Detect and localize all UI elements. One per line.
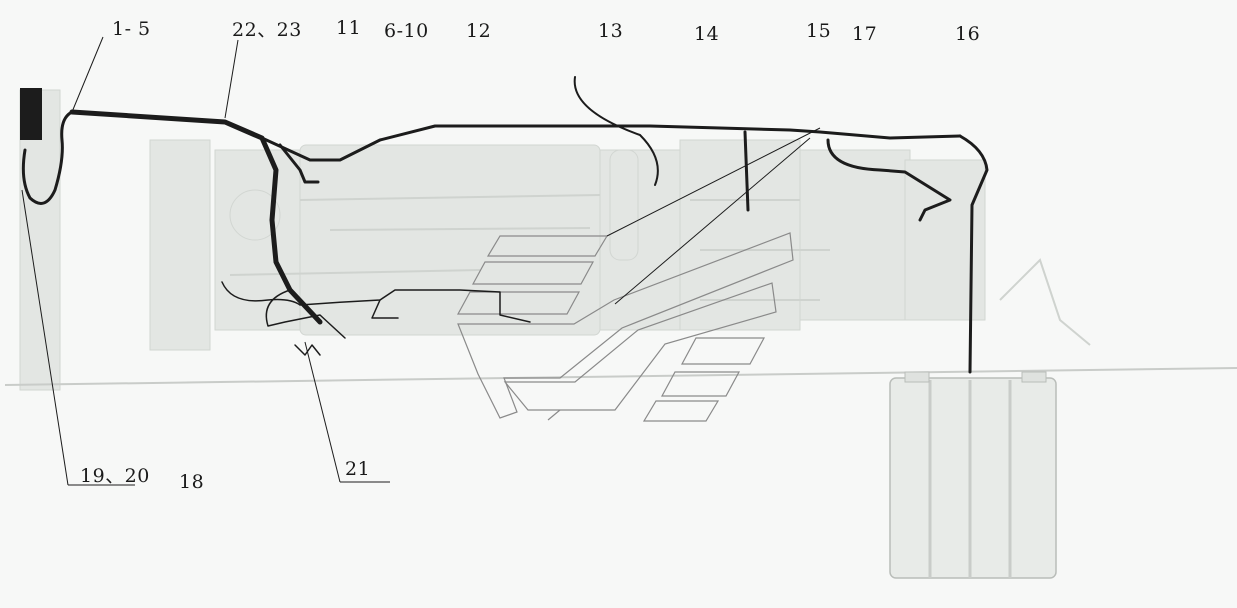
callout-18: 18 xyxy=(179,471,205,493)
callout-12: 12 xyxy=(466,20,492,42)
battery xyxy=(889,371,1057,579)
callout-1-5: 1- 5 xyxy=(112,18,151,40)
wiring-harness xyxy=(20,76,989,374)
callout-6-10: 6-10 xyxy=(384,20,429,42)
callout-14: 14 xyxy=(694,23,720,45)
logo-outline xyxy=(456,232,794,422)
callout-22-23: 22、23 xyxy=(232,19,302,41)
leader-lines xyxy=(21,36,821,486)
callout-13: 13 xyxy=(598,20,624,42)
callout-16: 16 xyxy=(955,23,981,45)
callout-17: 17 xyxy=(852,23,878,45)
callout-15: 15 xyxy=(806,20,832,42)
callout-21: 21 xyxy=(345,458,371,480)
ground-line xyxy=(4,367,1237,386)
engine-detail-lines xyxy=(229,194,1091,346)
callout-19-20: 19、20 xyxy=(80,465,150,487)
callout-11: 11 xyxy=(336,17,362,39)
